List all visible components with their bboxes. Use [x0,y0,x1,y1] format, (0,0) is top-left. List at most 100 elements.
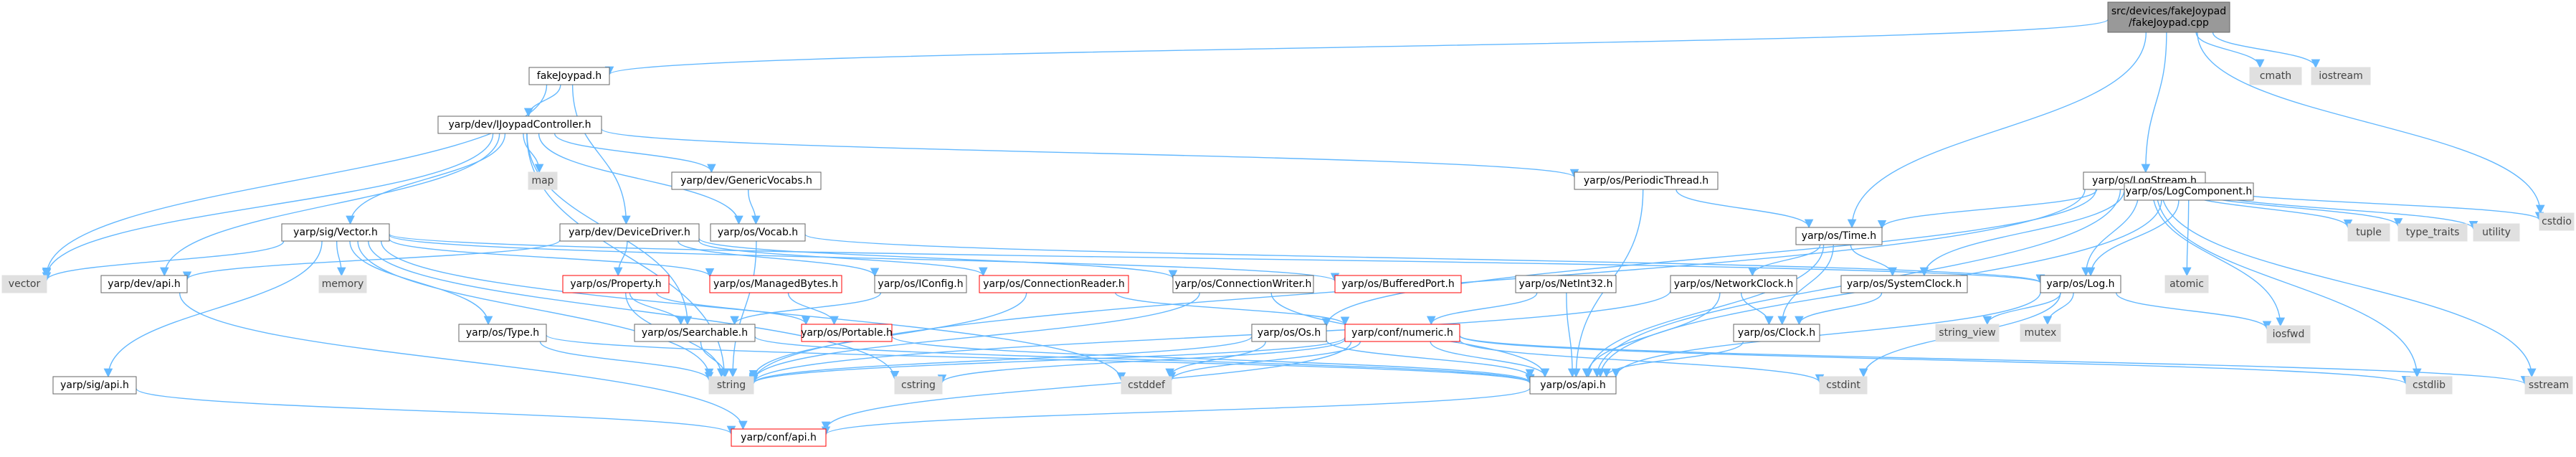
node-label: src/devices/fakeJoypad [2111,6,2226,17]
node-box [1840,275,1968,293]
node-box [894,376,943,395]
node-type_traits: type_traits [2397,223,2468,242]
node-box [437,116,602,134]
node-ostype[interactable]: yarp/os/Type.h [458,324,547,342]
node-label: string [717,380,746,391]
edge-portable-to-osapi [891,335,1534,383]
edge-ijoypadcontroller-to-devapi [160,133,500,277]
node-systemclock[interactable]: yarp/os/SystemClock.h [1840,275,1968,293]
edge-log-to-string_view [1982,292,2061,326]
node-sstream: sstream [2524,376,2573,395]
node-box [801,324,893,342]
node-label: yarp/os/BufferedPort.h [1341,278,1455,290]
edge-fakejoypad_h-to-ijoypadcontroller [523,84,561,118]
node-numeric[interactable]: yarp/conf/numeric.h [1344,324,1460,342]
node-vector: vector [1,275,47,293]
edge-sigvector-to-string [357,240,714,378]
node-label: yarp/conf/numeric.h [1351,327,1453,339]
node-time[interactable]: yarp/os/Time.h [1795,227,1883,245]
node-cmath: cmath [2249,67,2302,85]
edge-logstream-to-os_os [1321,189,2097,328]
edge-numeric-to-cstdlib [1459,335,2410,385]
edge-root-to-time [1847,32,2147,229]
nodes-layer: src/devices/fakeJoypad/fakeJoypad.cppfak… [1,1,2575,447]
node-iosfwd: iosfwd [2266,325,2311,344]
node-label: yarp/os/Vocab.h [718,227,798,238]
edge-sigvector-to-managedbytes [389,238,715,278]
edge-searchable-to-string [700,341,730,378]
node-box [1334,275,1462,293]
node-string_view: string_view [1935,324,2000,342]
node-sigvector[interactable]: yarp/sig/Vector.h [281,223,390,242]
edge-sigvector-to-vector [42,240,285,282]
node-label: yarp/os/ManagedBytes.h [713,278,838,290]
node-label: yarp/os/Time.h [1802,230,1876,242]
node-connectionwriter[interactable]: yarp/os/ConnectionWriter.h [1172,275,1314,293]
edge-sigvector-to-memory [336,240,346,277]
node-label: yarp/os/NetworkClock.h [1674,278,1794,290]
node-searchable[interactable]: yarp/os/Searchable.h [634,324,756,342]
node-bufferedport[interactable]: yarp/os/BufferedPort.h [1334,275,1462,293]
node-ijoypadcontroller[interactable]: yarp/dev/IJoypadController.h [437,116,602,134]
node-box [634,324,756,342]
node-netint32[interactable]: yarp/os/NetInt32.h [1515,275,1617,293]
node-sigapi[interactable]: yarp/sig/api.h [52,376,137,395]
node-label: cstdio [2542,216,2572,227]
edge-ostype-to-string [539,341,714,382]
edge-logstream-to-cstdio [2205,186,2544,221]
node-utility: utility [2473,223,2520,242]
node-label: yarp/conf/api.h [741,432,817,443]
node-label: yarp/os/Clock.h [1738,327,1815,339]
edge-numeric-to-cstdint [1459,339,1825,384]
edge-time-to-systemclock [1850,244,1897,277]
node-label: sstream [2529,380,2569,391]
edge-devicedriver-to-devapi [182,239,561,281]
node-clock[interactable]: yarp/os/Clock.h [1733,324,1820,342]
node-networkclock[interactable]: yarp/os/NetworkClock.h [1670,275,1797,293]
node-portable[interactable]: yarp/os/Portable.h [801,324,893,342]
node-box [709,275,842,293]
edge-connectionwriter-to-string [748,292,1200,382]
edge-devicedriver-to-connectionwriter [698,237,1178,280]
node-cstring: cstring [894,376,943,395]
node-osapi[interactable]: yarp/os/api.h [1529,376,1617,395]
node-label: yarp/os/Property.h [570,278,661,290]
edge-log-to-mutex [2043,292,2074,326]
node-box [458,324,547,342]
node-box [2040,275,2121,293]
node-property[interactable]: yarp/os/Property.h [562,275,670,293]
edge-root-to-cmath [2195,32,2265,69]
node-box [1819,376,1868,395]
node-os_os[interactable]: yarp/os/Os.h [1251,324,1327,342]
node-label: cstdlib [2413,380,2446,391]
node-logcomponent[interactable]: yarp/os/LogComponent.h [2124,182,2254,201]
edge-numeric-to-osapi [1430,341,1550,378]
node-fakejoypad_h[interactable]: fakeJoypad.h [528,67,610,85]
node-confapi[interactable]: yarp/conf/api.h [731,428,827,447]
node-periodicthread[interactable]: yarp/os/PeriodicThread.h [1574,171,1719,190]
node-cstdint: cstdint [1819,376,1868,395]
node-connectionreader[interactable]: yarp/os/ConnectionReader.h [979,275,1129,293]
node-box [2020,324,2061,342]
node-iconfig[interactable]: yarp/os/IConfig.h [874,275,967,293]
edge-numeric-to-confapi [821,341,1352,431]
node-cstdlib: cstdlib [2405,376,2453,395]
edge-logstream-to-sstream [2161,189,2537,378]
edge-networkclock-to-string [748,290,1671,385]
node-devicedriver[interactable]: yarp/dev/DeviceDriver.h [559,223,700,242]
node-log[interactable]: yarp/os/Log.h [2040,275,2121,293]
node-managedbytes[interactable]: yarp/os/ManagedBytes.h [709,275,842,293]
edge-ijoypadcontroller-to-periodicthread [601,128,1579,179]
node-genericvocabs[interactable]: yarp/dev/GenericVocabs.h [671,171,822,190]
node-label: yarp/dev/api.h [108,278,180,290]
node-label: iostream [2319,70,2363,82]
node-box [1,275,47,293]
node-vocab[interactable]: yarp/os/Vocab.h [710,223,806,242]
edge-ijoypadcontroller-to-vocab [538,133,743,225]
edge-logstream-to-iosfwd [2152,189,2286,327]
node-devapi[interactable]: yarp/dev/api.h [100,275,188,293]
node-box [1733,324,1820,342]
node-label: yarp/os/Searchable.h [642,327,748,339]
edge-netint32-to-osapi [1566,292,1577,378]
